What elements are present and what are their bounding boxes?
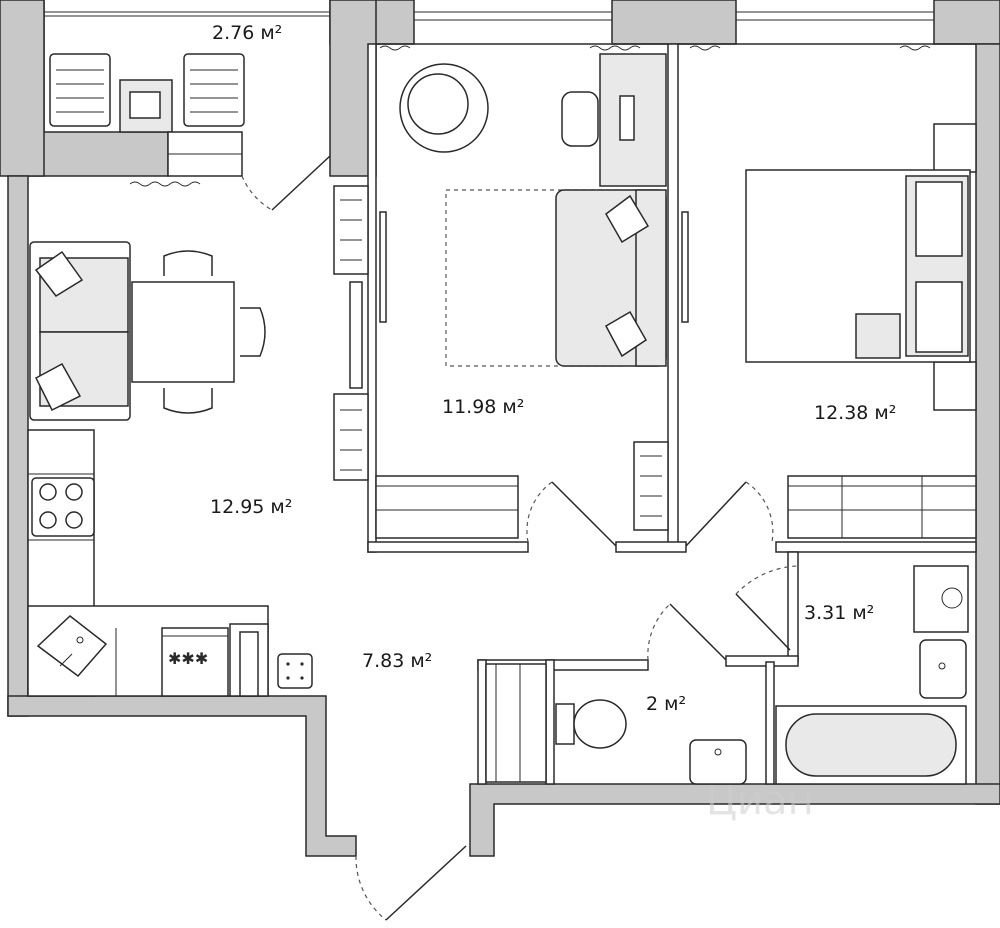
balcony-left-wall [0,0,45,177]
top-wall-mid [611,0,737,45]
windows [44,11,976,187]
balcony-door[interactable] [271,155,331,211]
dining-table [131,281,235,383]
kitchen-sink [36,615,108,678]
toilet-furniture [485,603,747,785]
entrance-door[interactable] [385,845,467,921]
chair-right [240,307,266,357]
wardrobe-left [375,475,519,539]
shelf-right [633,441,669,531]
partition-bedroom2-bottom [775,541,977,553]
right-exterior-wall [975,43,1000,805]
partition-wc-right [765,661,775,785]
burner-4 [65,511,83,529]
burner-1 [39,483,57,501]
bathroom-furniture [735,565,969,785]
kitchen-living-furniture: ✱✱✱ [27,241,313,697]
oven-burners-icon: ✱✱✱ [168,649,208,668]
balcony-chair-right [183,53,245,127]
newspaper-icon [129,91,161,119]
sofa-bed-pillow-top [605,194,650,244]
tv-right [681,211,689,323]
bed-pillow-bottom [915,281,963,353]
sofa-pillow-bottom [35,362,82,412]
area-label-hallway: 7.83 м² [362,650,433,672]
fridge-inner [239,631,259,697]
area-label-toilet: 2 м² [646,693,687,715]
hall-wardrobe [485,663,547,783]
area-label-bedroom-left: 11.98 м² [442,396,525,418]
toilet-bowl [573,699,627,749]
bookshelf-top [333,185,369,275]
burner-2 [65,483,83,501]
area-label-kitchen-living: 12.95 м² [210,496,293,518]
balcony-furniture [49,53,331,211]
watermark-logo: Циан [706,778,814,824]
partition-bedroom1-bottom [367,541,529,553]
entrance [355,845,467,921]
kitchen-bottom-wall [7,695,357,857]
sofa-pillow-top [34,250,84,297]
wall-panel [349,281,363,389]
partition-wc-left [477,659,487,785]
nightstand-top [933,123,977,173]
partition-bedroom-left [367,43,377,553]
partition-bath-top [725,655,799,667]
chair-top [163,250,213,276]
nightstand-bottom [933,361,977,411]
toilet-door[interactable] [669,603,727,661]
partition-bedroom1-bottom-right [615,541,687,553]
washing-machine [913,565,969,633]
area-label-bathroom: 3.31 м² [804,602,875,624]
area-label-bedroom-right: 12.38 м² [814,402,897,424]
desk-chair [561,91,599,147]
bathtub-basin [785,713,957,777]
bed-pillow-top [915,181,963,257]
top-wall-right [933,0,1000,45]
monitor [619,95,635,141]
bedroom-left-furniture [333,53,669,547]
balcony-chair-left [49,53,111,127]
area-label-balcony: 2.76 м² [212,22,283,44]
walls [0,0,1000,857]
partition-bedrooms [667,43,679,545]
oven [161,627,229,697]
bathroom-door[interactable] [735,593,791,651]
bedroom-right-door[interactable] [685,481,747,547]
bed-blanket-fold [855,313,901,359]
bedroom-right-furniture [681,123,977,547]
electrical-panel [277,653,313,689]
sofa-bed-pillow-bottom [604,310,647,358]
toilet-tank [555,703,575,745]
bookshelf-bottom [333,393,369,481]
left-exterior-wall [7,175,29,717]
bedroom-left-door[interactable] [551,481,617,547]
partition-wc-mid [545,659,555,785]
bottom-right-wall [469,783,1000,857]
wardrobe-right [787,475,977,539]
chair-bottom [163,388,213,414]
burner-3 [39,511,57,529]
partition-bath-left [787,551,799,663]
armchair-seat [407,73,469,135]
toilet-sink [689,739,747,785]
tv-left [379,211,387,323]
